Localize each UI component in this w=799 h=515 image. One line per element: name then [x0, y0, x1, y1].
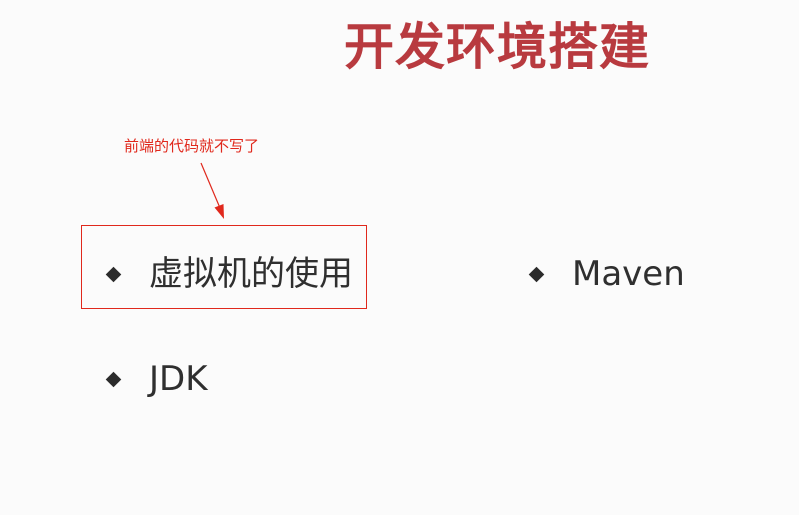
list-item-jdk: JDK: [105, 359, 208, 399]
annotation-text: 前端的代码就不写了: [124, 137, 260, 155]
list-item-label: 虚拟机的使用: [149, 254, 353, 294]
list-item-label: JDK: [149, 359, 208, 399]
list-item-vm: 虚拟机的使用: [105, 254, 353, 294]
list-item-maven: Maven: [528, 254, 685, 294]
list-item-label: Maven: [572, 254, 685, 294]
annotation-highlight-box: [81, 225, 367, 309]
diamond-bullet-icon: [528, 266, 545, 282]
diamond-bullet-icon: [105, 266, 122, 282]
slide-title: 开发环境搭建: [344, 18, 650, 76]
diamond-bullet-icon: [105, 371, 122, 387]
